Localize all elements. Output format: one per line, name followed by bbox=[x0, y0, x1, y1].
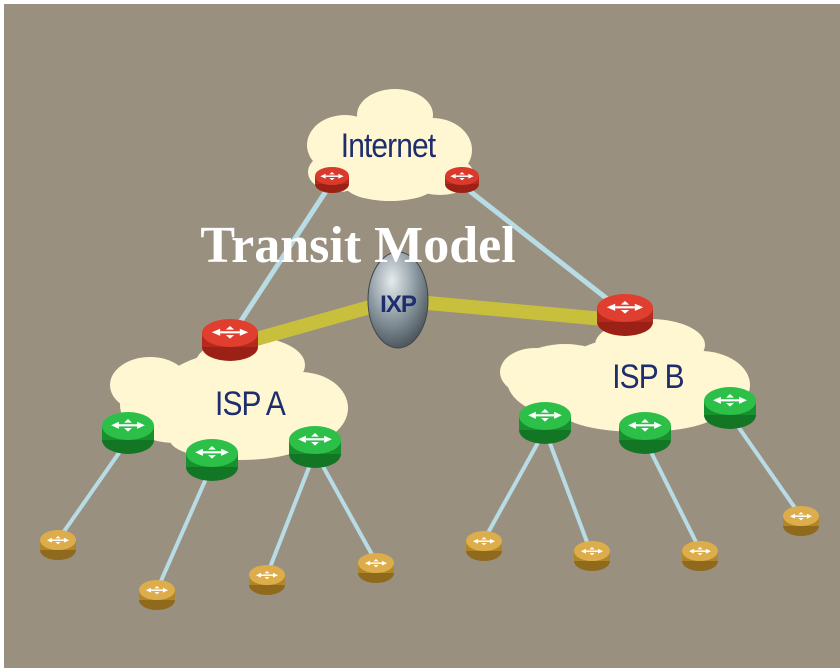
customer-router bbox=[40, 530, 76, 560]
isp-b-edge-router-3 bbox=[704, 387, 756, 429]
access-links bbox=[56, 413, 802, 592]
customer-router bbox=[139, 580, 175, 610]
customer-router bbox=[466, 531, 502, 561]
customer-router bbox=[574, 541, 610, 571]
customer-router bbox=[358, 553, 394, 583]
ixp-node: IXP bbox=[367, 251, 429, 349]
customer-router bbox=[783, 506, 819, 536]
internet-label: Internet bbox=[341, 126, 436, 164]
isp-b-border-router bbox=[597, 294, 653, 336]
internet-router-left bbox=[315, 167, 349, 193]
customer-router bbox=[249, 565, 285, 595]
internet-router-right bbox=[445, 167, 479, 193]
page-title: Transit Model bbox=[200, 217, 515, 274]
isp-b-edge-router-2 bbox=[619, 412, 671, 454]
isp-a-label: ISP A bbox=[215, 384, 286, 422]
isp-a-edge-router-3 bbox=[289, 426, 341, 468]
ixp-label: IXP bbox=[380, 291, 417, 318]
isp-b-edge-router-1 bbox=[519, 402, 571, 444]
isp-a-edge-router-2 bbox=[186, 439, 238, 481]
isp-b-label: ISP B bbox=[612, 357, 684, 395]
isp-a-border-router bbox=[202, 319, 258, 361]
transit-links bbox=[232, 182, 618, 333]
isp-a-edge-router-1 bbox=[102, 412, 154, 454]
customer-router bbox=[682, 541, 718, 571]
